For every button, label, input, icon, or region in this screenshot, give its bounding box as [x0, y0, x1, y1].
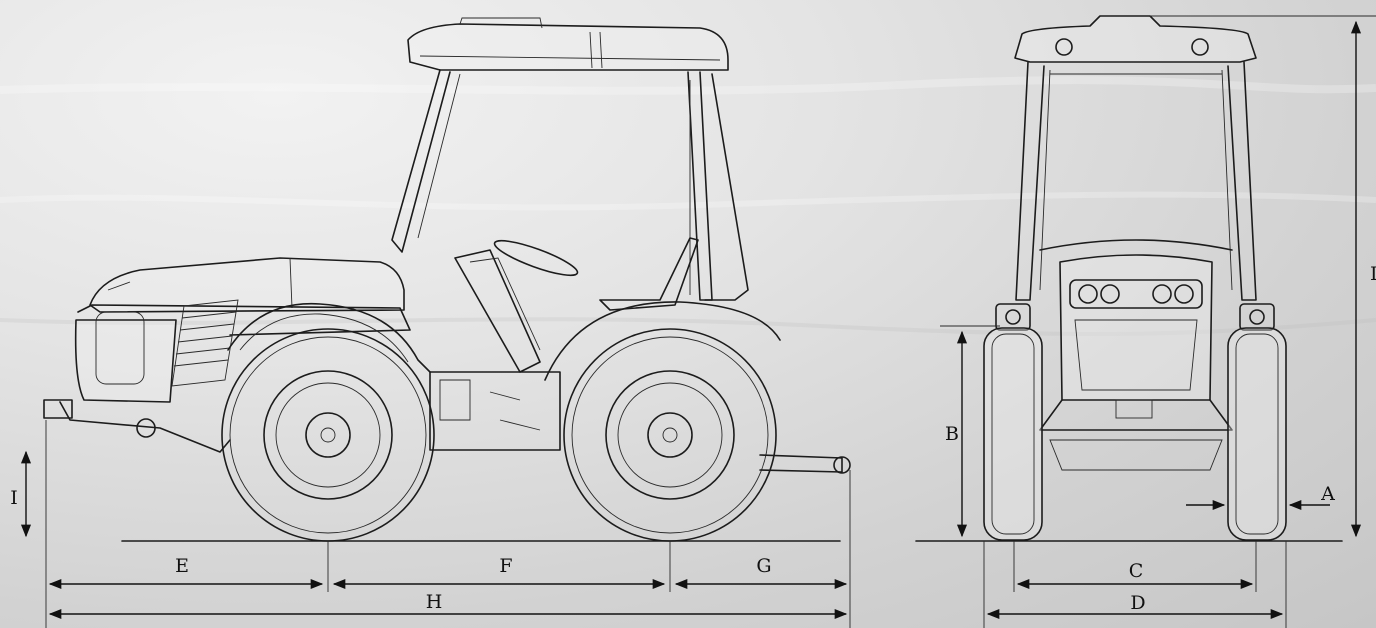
front-grille — [74, 319, 177, 403]
headlight-bar — [1069, 279, 1203, 309]
engine-hood — [89, 257, 405, 313]
front-view-tractor — [915, 15, 1343, 542]
front-cab-roof — [1014, 15, 1257, 63]
label-l: L — [1370, 263, 1376, 285]
label-h: H — [426, 591, 443, 613]
front-hitch — [43, 399, 73, 419]
label-c: C — [1129, 560, 1144, 582]
cab-mid-pillar — [687, 71, 713, 301]
label-a: A — [1320, 483, 1335, 505]
front-wheel — [221, 328, 435, 542]
front-left-wheel — [983, 327, 1043, 541]
front-right-wheel — [1227, 327, 1287, 541]
label-d: D — [1130, 592, 1145, 614]
side-view-tractor — [43, 17, 851, 542]
operator-seat — [599, 237, 699, 311]
front-cab-left-pillar — [1015, 61, 1045, 301]
label-i: I — [10, 487, 18, 509]
label-b: B — [945, 423, 959, 445]
front-cab-right-pillar — [1227, 61, 1257, 301]
front-view-dimensions: B L C D A — [940, 15, 1376, 628]
front-body — [1059, 254, 1213, 401]
seat-column — [454, 249, 541, 373]
label-g: G — [756, 555, 771, 577]
side-view-dimensions: E F G H I — [10, 420, 851, 628]
rear-hitch — [759, 454, 843, 473]
front-roll-bar — [1039, 239, 1233, 251]
side-grille — [171, 299, 239, 387]
label-e: E — [175, 555, 189, 577]
front-fender — [227, 302, 431, 373]
label-f: F — [499, 555, 512, 577]
steering-wheel — [493, 239, 579, 277]
rear-fender — [544, 301, 781, 381]
cab-front-pillar — [391, 69, 451, 253]
cab-roof — [407, 23, 729, 71]
cab-rear-pillar — [704, 73, 749, 301]
rear-wheel — [563, 328, 777, 542]
